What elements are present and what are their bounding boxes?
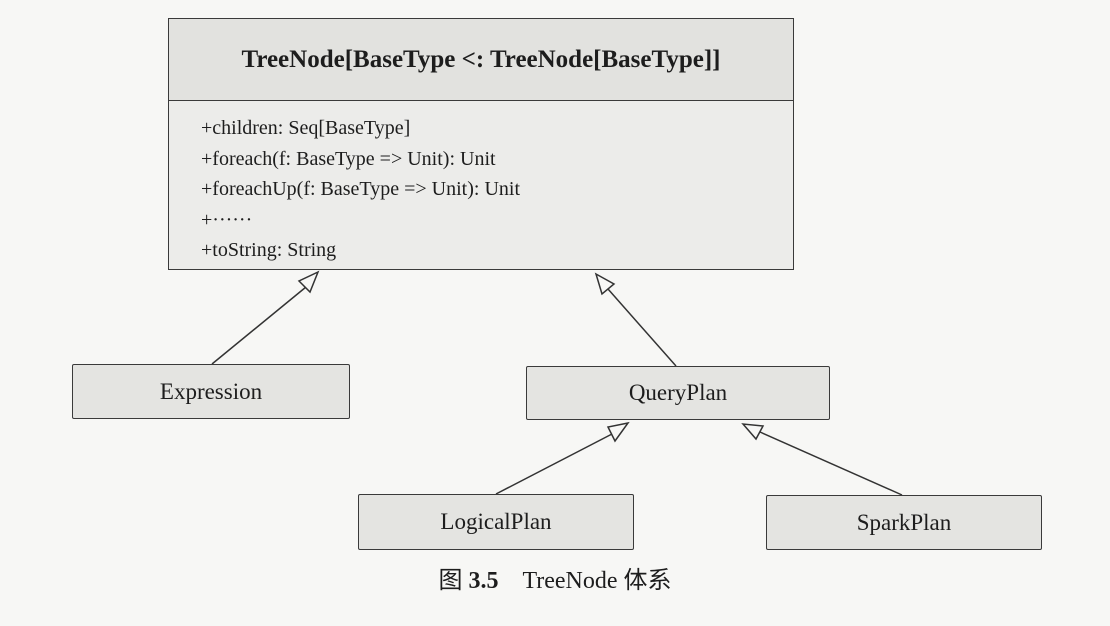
member-foreachup: +foreachUp(f: BaseType => Unit): Unit [201, 178, 521, 200]
inheritance-arrow-icon [741, 423, 765, 441]
treenode-members: +children: Seq[BaseType] +foreach(f: Bas… [169, 101, 793, 266]
member-foreach: +foreach(f: BaseType => Unit): Unit [201, 147, 496, 170]
inheritance-arrow-icon [606, 421, 630, 443]
figure-number: 3.5 [468, 568, 499, 594]
edge-logicalplan-to-queryplan [495, 433, 613, 495]
edge-sparkplan-to-queryplan [759, 431, 903, 496]
treenode-class-box: TreeNode[BaseType <: TreeNode[BaseType]]… [168, 18, 794, 270]
figure-caption: 图 3.5 TreeNode 体系 [0, 560, 1110, 595]
inheritance-arrow-icon [594, 272, 616, 296]
sparkplan-node: SparkPlan [766, 495, 1042, 550]
member-children: +children: Seq[BaseType] [201, 117, 411, 139]
member-tostring: +toString: String [201, 239, 337, 261]
member-ellipsis: +······ [201, 208, 253, 231]
figure-title: TreeNode 体系 [522, 568, 672, 594]
logicalplan-node: LogicalPlan [358, 494, 634, 550]
edge-queryplan-to-treenode [607, 288, 677, 367]
edge-expression-to-treenode [211, 286, 307, 365]
inheritance-arrow-icon [297, 270, 320, 294]
treenode-class-header: TreeNode[BaseType <: TreeNode[BaseType]] [169, 19, 793, 101]
queryplan-node: QueryPlan [526, 366, 830, 420]
expression-node: Expression [72, 364, 350, 419]
figure-prefix: 图 [438, 568, 463, 594]
